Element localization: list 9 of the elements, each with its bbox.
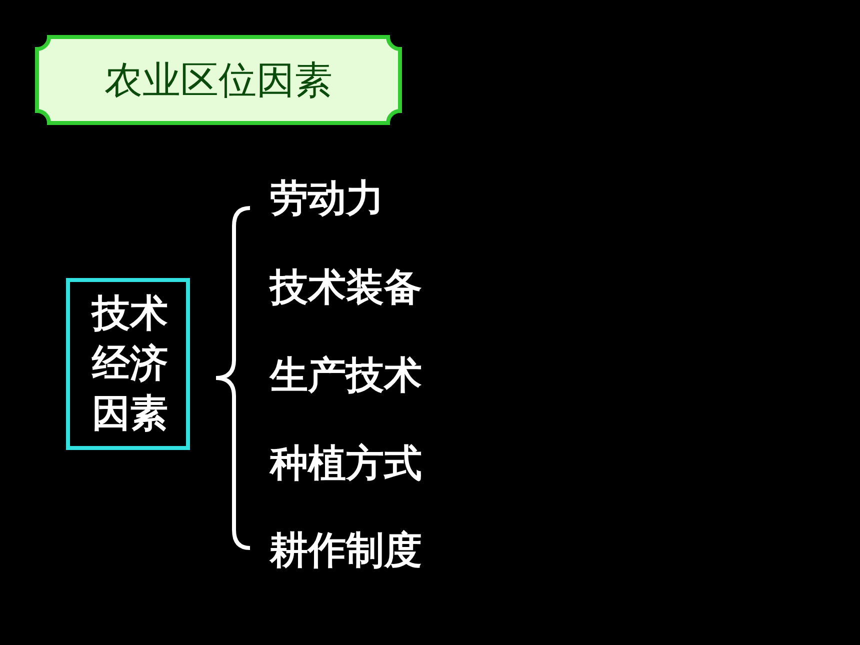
factor-label: 耕作制度 [270,527,422,574]
factor-label: 生产技术 [270,352,422,399]
title-text: 农业区位因素 [104,56,334,104]
factor-label: 种植方式 [270,440,422,487]
factor-label: 劳动力 [270,175,384,222]
box-text: 技术经济因素 [90,290,169,437]
factor-label: 技术装备 [270,264,422,311]
factor-box [66,278,190,450]
title-plaque [35,35,402,125]
